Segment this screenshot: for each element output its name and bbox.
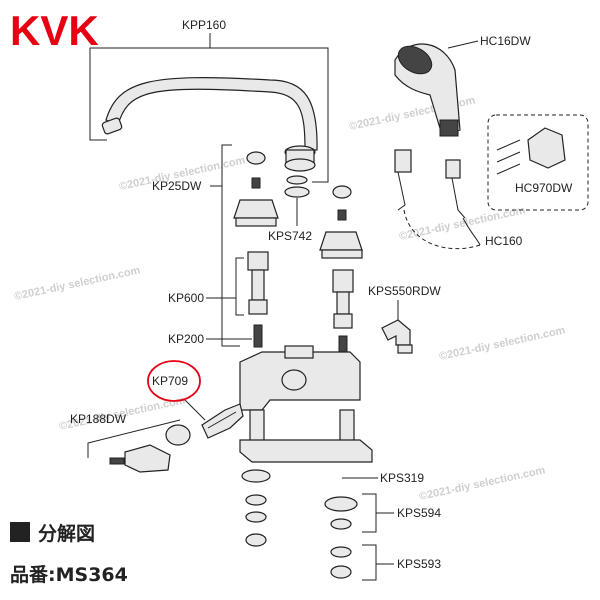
kps593-label: KPS593 <box>397 557 441 571</box>
hc970dw-box <box>487 114 589 211</box>
kp200-label: KP200 <box>168 332 204 346</box>
left-handle-kp25dw <box>233 151 279 227</box>
caption-square-icon <box>10 522 30 542</box>
hc16dw-leader <box>447 40 479 49</box>
section-title: 分解図 <box>38 522 95 545</box>
kp709-leader <box>184 399 206 421</box>
kps742-rings <box>284 175 310 198</box>
left-stem-kp200 <box>253 324 263 348</box>
kp188dw-label: KP188DW <box>70 412 127 426</box>
watermark-text: ©2021-diy selection.com <box>438 324 566 363</box>
hose-hc160 <box>394 149 481 250</box>
right-washer-stack <box>324 496 358 579</box>
kp600-label: KP600 <box>168 291 204 305</box>
base-plate-kps319 <box>239 439 373 463</box>
left-cartridge-kp600 <box>247 251 269 315</box>
left-washer-stack <box>241 469 271 547</box>
watermark-text: ©2021-diy selection.com <box>13 264 141 303</box>
kpp160-label: KPP160 <box>182 18 226 32</box>
hc16dw-label: HC16DW <box>480 34 531 48</box>
kp709-highlight-circle <box>147 360 201 402</box>
lever-kp188dw <box>109 424 191 473</box>
kp600-bracket <box>235 257 244 316</box>
kps593-bracket <box>362 544 377 581</box>
faucet-body <box>239 345 361 451</box>
wall-bracket-hc970dw <box>496 127 566 175</box>
model-number: 品番:MS364 <box>10 564 128 586</box>
kp709-label: KP709 <box>152 374 188 388</box>
kps594-bracket <box>362 493 377 533</box>
kpp160-bracket <box>89 47 329 183</box>
kps550rdw-label: KPS550RDW <box>368 284 441 298</box>
kps594-label: KPS594 <box>397 506 441 520</box>
right-handle <box>319 185 363 259</box>
hc160-label: HC160 <box>485 234 523 248</box>
right-cartridge <box>332 269 354 375</box>
kps742-label: KPS742 <box>268 229 312 243</box>
spout-kpp160 <box>101 77 318 172</box>
kp25dw-bracket <box>221 144 240 347</box>
elbow-kps550rdw <box>381 319 413 354</box>
watermark-text: ©2021-diy selection.com <box>418 464 546 503</box>
kp188dw-bracket <box>87 419 181 458</box>
shower-head-hc16dw <box>394 43 461 137</box>
hc970dw-label: HC970DW <box>515 181 573 195</box>
valve-kp709 <box>201 403 244 439</box>
kps319-label: KPS319 <box>380 471 424 485</box>
brand-logo: KVK <box>10 7 99 54</box>
kp25dw-label: KP25DW <box>152 179 202 193</box>
